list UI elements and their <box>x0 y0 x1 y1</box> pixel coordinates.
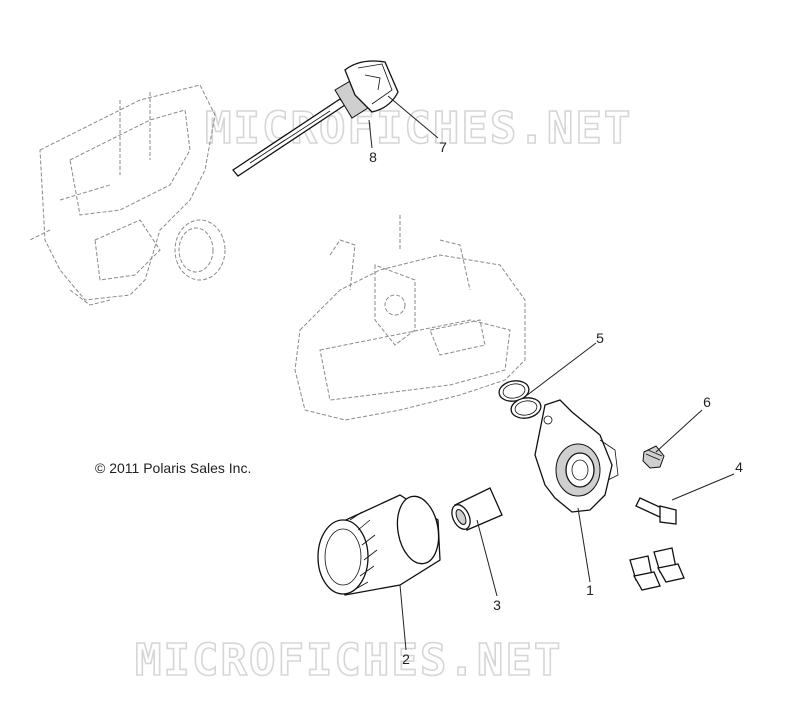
plug <box>642 445 665 469</box>
callout-4: 4 <box>735 459 743 475</box>
dipstick-assembly <box>232 60 399 177</box>
bolts <box>629 497 685 591</box>
callout-labels: 1 2 3 4 5 6 7 8 <box>369 139 743 667</box>
callout-1: 1 <box>586 582 594 598</box>
callout-3: 3 <box>493 597 501 613</box>
engine-center <box>294 215 526 421</box>
oil-filter <box>317 494 441 596</box>
callout-5: 5 <box>596 330 604 346</box>
callout-6: 6 <box>703 394 711 410</box>
sleeve <box>451 487 503 531</box>
callout-7: 7 <box>439 139 447 155</box>
watermark-bottom: MICROFICHES.NET <box>135 635 562 686</box>
copyright-text: © 2011 Polaris Sales Inc. <box>95 460 251 476</box>
engine-upper-left <box>29 84 226 306</box>
oil-filter-adapter <box>534 399 619 513</box>
o-rings <box>498 380 542 419</box>
callout-2: 2 <box>402 651 410 667</box>
callout-8: 8 <box>369 149 377 165</box>
leader-lines <box>368 95 735 651</box>
